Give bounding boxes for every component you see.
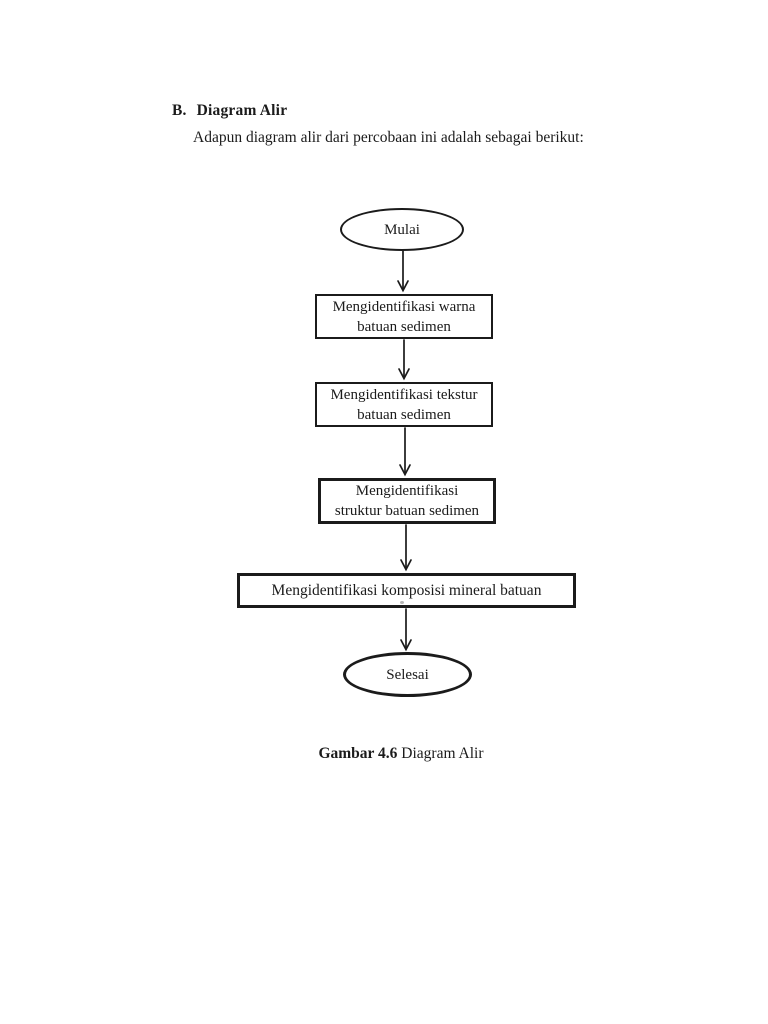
flow-node-line: Mengidentifikasi warna xyxy=(332,298,476,315)
flow-node-label: Mulai xyxy=(384,221,420,238)
flow-node-identify-warna: Mengidentifikasi warna batuan sedimen xyxy=(315,294,493,339)
flow-arrow-warna-to-tekstur xyxy=(398,339,410,381)
figure-caption-title: Diagram Alir xyxy=(397,745,484,762)
flow-node-line: Mengidentifikasi tekstur xyxy=(330,386,478,403)
section-heading-title: Diagram Alir xyxy=(196,102,288,119)
flow-arrow-komposisi-to-end xyxy=(400,608,412,652)
flow-node-identify-komposisi: Mengidentifikasi komposisi mineral batua… xyxy=(237,573,576,608)
flow-node-line: Mengidentifikasi xyxy=(355,483,459,499)
figure-caption: Gambar 4.6 Diagram Alir xyxy=(251,745,551,763)
flow-node-line: batuan sedimen xyxy=(357,318,451,335)
flow-arrow-struktur-to-komposisi xyxy=(400,524,412,572)
flow-node-identify-struktur: Mengidentifikasi struktur batuan sedimen xyxy=(318,478,496,524)
intro-text: Adapun diagram alir dari percobaan ini a… xyxy=(193,129,584,146)
figure-caption-number: Gambar 4.6 xyxy=(318,745,398,762)
flow-node-identify-tekstur: Mengidentifikasi tekstur batuan sedimen xyxy=(315,382,493,427)
flow-node-line: struktur batuan sedimen xyxy=(334,503,480,519)
flow-node-line: batuan sedimen xyxy=(357,406,451,423)
flow-arrow-start-to-warna xyxy=(397,250,409,293)
flow-node-label: Selesai xyxy=(386,666,429,683)
flow-node-start: Mulai xyxy=(340,208,464,251)
section-heading: B. Diagram Alir xyxy=(172,102,287,120)
flow-node-end: Selesai xyxy=(343,652,472,697)
flow-arrow-tekstur-to-struktur xyxy=(399,427,411,477)
flow-node-label: Mengidentifikasi komposisi mineral batua… xyxy=(271,581,542,599)
section-heading-label: B. xyxy=(172,102,187,119)
scan-artifact-dot xyxy=(400,601,404,604)
